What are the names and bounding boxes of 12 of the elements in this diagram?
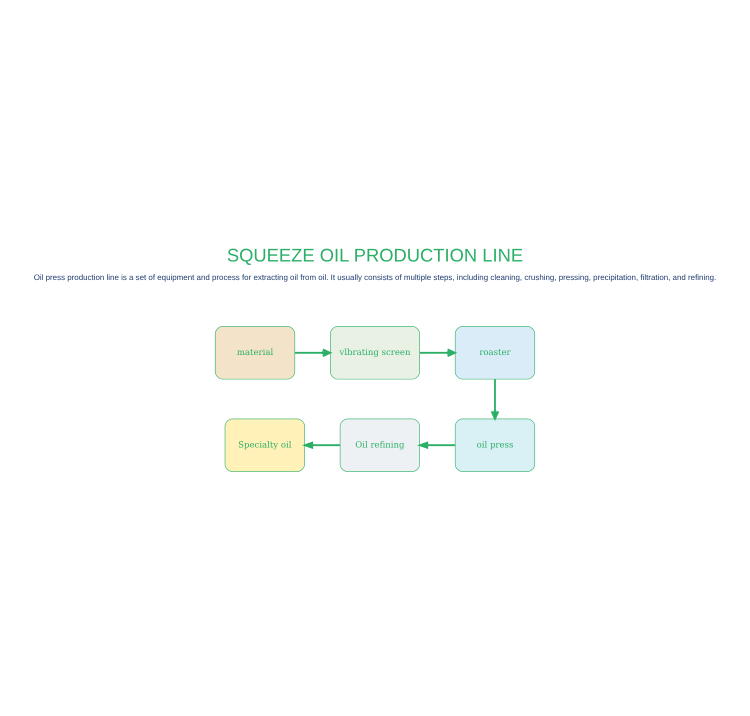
arrow	[417, 441, 456, 450]
node-box: vlbrating screen	[330, 326, 420, 380]
node-box: material	[214, 326, 296, 380]
arrow	[490, 379, 500, 420]
arrow	[294, 348, 332, 358]
node-box: oil press	[454, 418, 536, 472]
node-box: roaster	[454, 326, 536, 380]
node-box: Oil refining	[340, 418, 420, 472]
diagram-title: SQUEEZE OIL PRODUCTION LINE	[226, 244, 524, 266]
node-box: Specialty oil	[224, 418, 305, 472]
arrow	[302, 441, 340, 450]
arrow	[420, 348, 456, 358]
